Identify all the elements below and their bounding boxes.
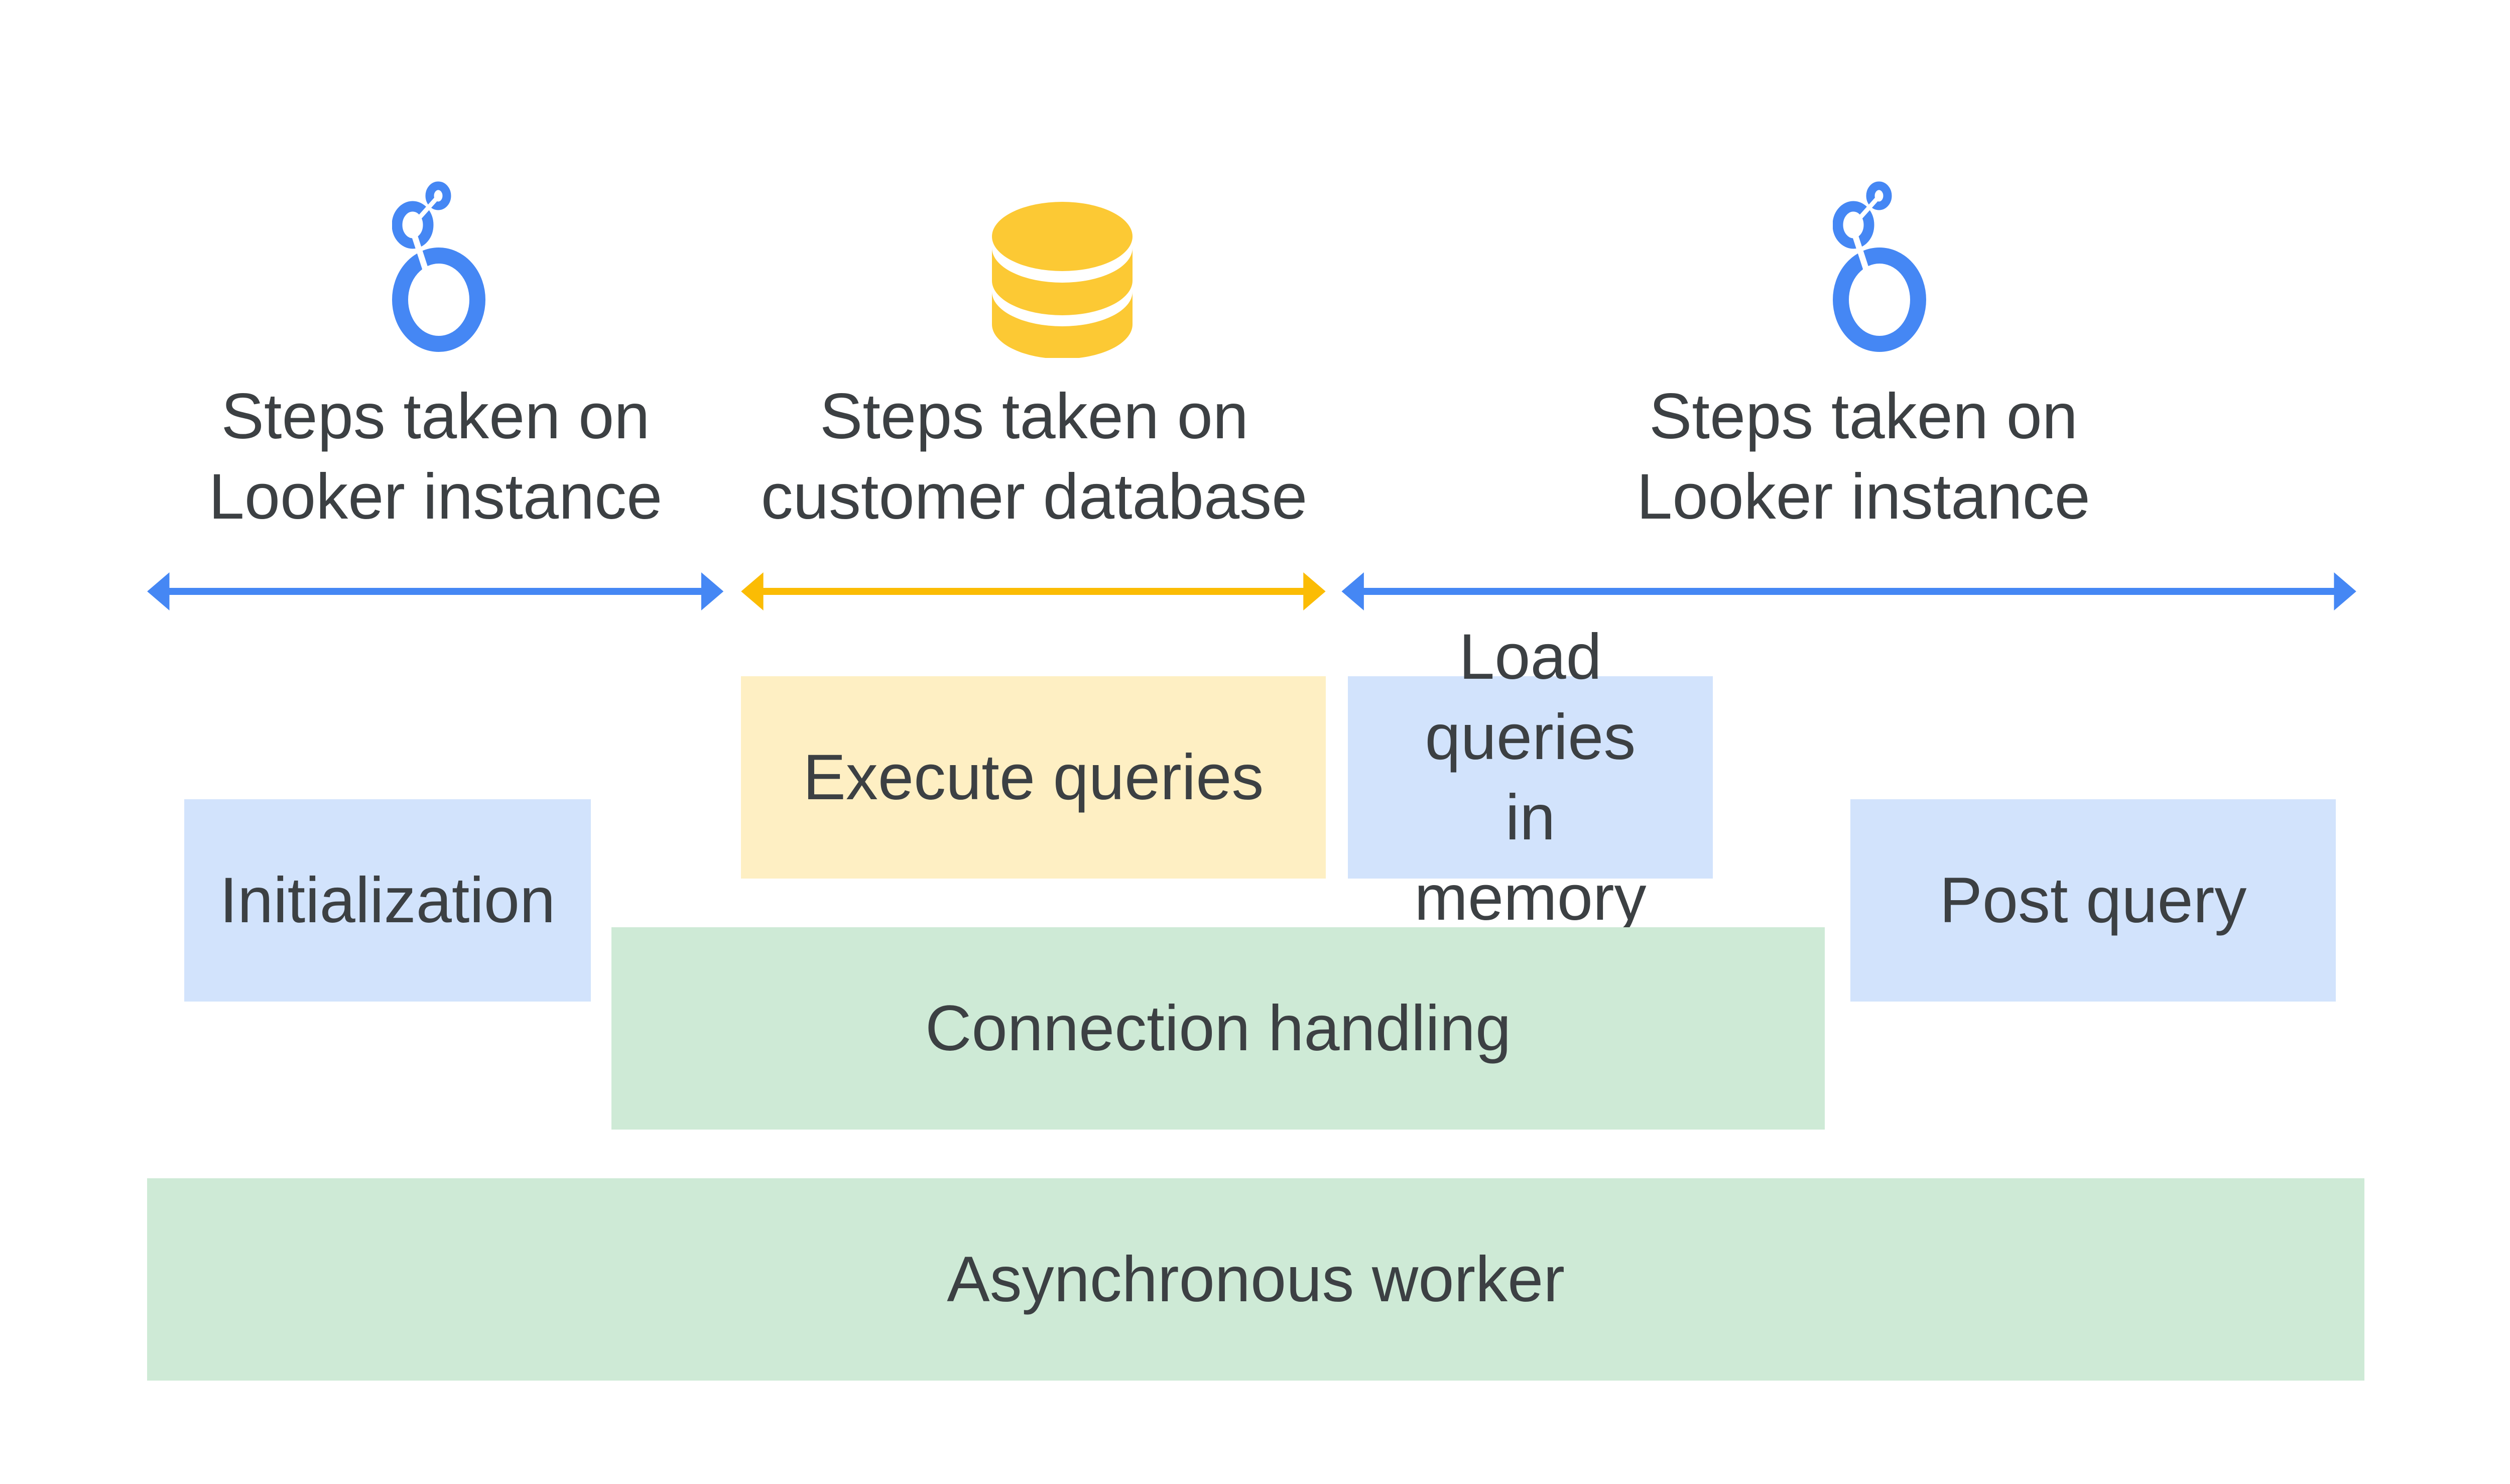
connection-handling-box: Connection handling bbox=[611, 927, 1825, 1130]
section-3-heading: Steps taken on Looker instance bbox=[1462, 377, 2265, 537]
double-arrow-looker-1 bbox=[147, 572, 724, 610]
section-2-line2: customer database bbox=[761, 461, 1308, 533]
looker-logo-icon bbox=[392, 181, 486, 352]
double-arrow-database bbox=[741, 572, 1326, 610]
section-2-line1: Steps taken on bbox=[820, 381, 1248, 452]
section-1-heading: Steps taken on Looker instance bbox=[34, 377, 837, 537]
initialization-box: Initialization bbox=[184, 799, 591, 1002]
looker-logo-icon bbox=[1832, 181, 1926, 352]
execute-queries-box: Execute queries bbox=[741, 676, 1326, 879]
database-icon bbox=[992, 202, 1133, 358]
load-queries-box: Load queries in memory bbox=[1348, 621, 1713, 934]
section-3-line1: Steps taken on bbox=[1649, 381, 2078, 452]
section-2-heading: Steps taken on customer database bbox=[633, 377, 1436, 537]
section-1-line1: Steps taken on bbox=[221, 381, 650, 452]
post-query-box: Post query bbox=[1850, 799, 2336, 1002]
asynchronous-worker-box: Asynchronous worker bbox=[147, 1178, 2364, 1381]
double-arrow-looker-2 bbox=[1341, 572, 2356, 610]
section-1-line2: Looker instance bbox=[208, 461, 663, 533]
section-3-line2: Looker instance bbox=[1637, 461, 2090, 533]
